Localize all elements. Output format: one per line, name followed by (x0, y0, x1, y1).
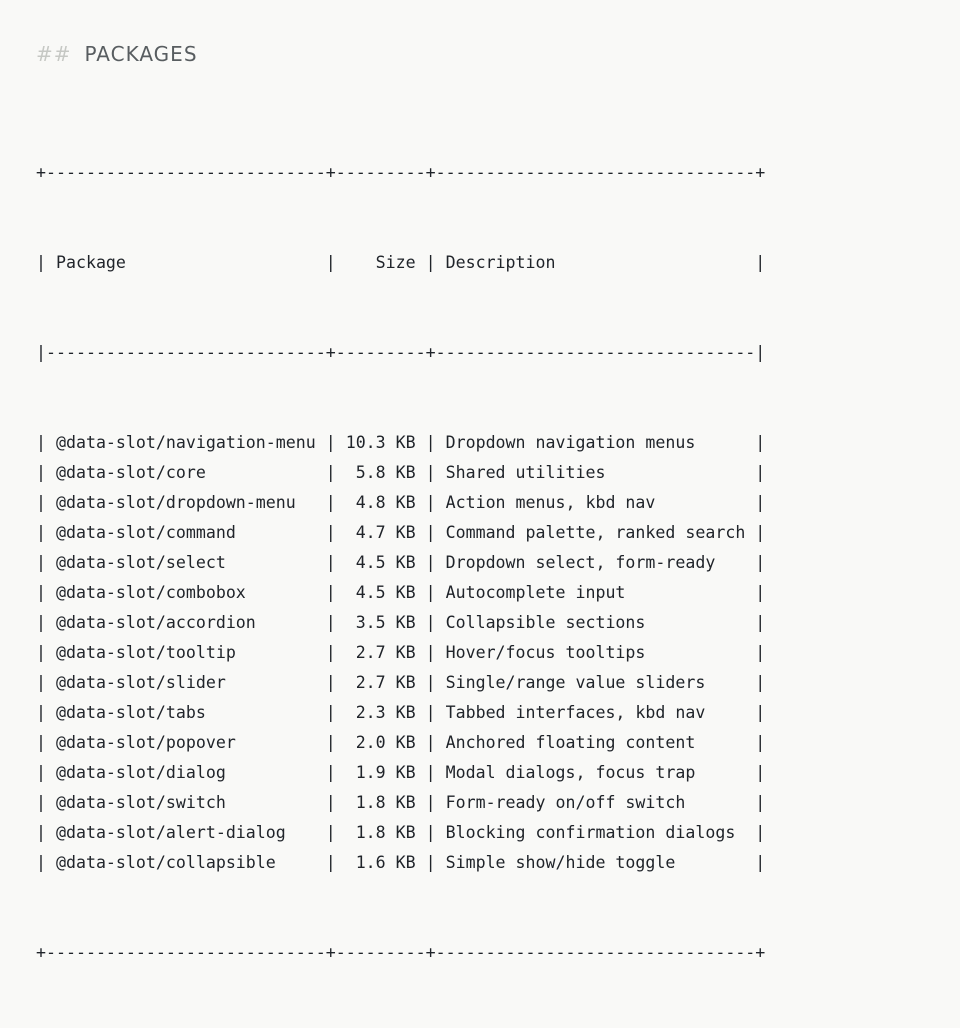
table-row: | @data-slot/slider | 2.7 KB | Single/ra… (36, 673, 766, 692)
table-top-border: +----------------------------+---------+… (36, 163, 766, 182)
table-row: | @data-slot/command | 4.7 KB | Command … (36, 523, 766, 542)
table-row: | @data-slot/core | 5.8 KB | Shared util… (36, 463, 766, 482)
page-title: ## PACKAGES (36, 40, 960, 68)
table-header-separator: |----------------------------+---------+… (36, 343, 766, 362)
table-row: | @data-slot/tooltip | 2.7 KB | Hover/fo… (36, 643, 766, 662)
table-row: | @data-slot/collapsible | 1.6 KB | Simp… (36, 853, 766, 872)
table-header-row: | Package | Size | Description | (36, 253, 766, 272)
table-row: | @data-slot/navigation-menu | 10.3 KB |… (36, 433, 766, 452)
table-row: | @data-slot/tabs | 2.3 KB | Tabbed inte… (36, 703, 766, 722)
table-row: | @data-slot/dropdown-menu | 4.8 KB | Ac… (36, 493, 766, 512)
table-bottom-border: +----------------------------+---------+… (36, 943, 766, 962)
packages-table: +----------------------------+---------+… (36, 98, 960, 1028)
table-row: | @data-slot/dialog | 1.9 KB | Modal dia… (36, 763, 766, 782)
packages-page: ## PACKAGES +----------------------------… (36, 40, 960, 962)
table-row: | @data-slot/switch | 1.8 KB | Form-read… (36, 793, 766, 812)
markdown-hash-marker: ## (36, 42, 72, 66)
page-title-text: PACKAGES (84, 42, 198, 66)
table-body: | @data-slot/navigation-menu | 10.3 KB |… (36, 428, 960, 878)
table-row: | @data-slot/popover | 2.0 KB | Anchored… (36, 733, 766, 752)
table-row: | @data-slot/combobox | 4.5 KB | Autocom… (36, 583, 766, 602)
table-row: | @data-slot/select | 4.5 KB | Dropdown … (36, 553, 766, 572)
table-row: | @data-slot/accordion | 3.5 KB | Collap… (36, 613, 766, 632)
table-row: | @data-slot/alert-dialog | 1.8 KB | Blo… (36, 823, 766, 842)
